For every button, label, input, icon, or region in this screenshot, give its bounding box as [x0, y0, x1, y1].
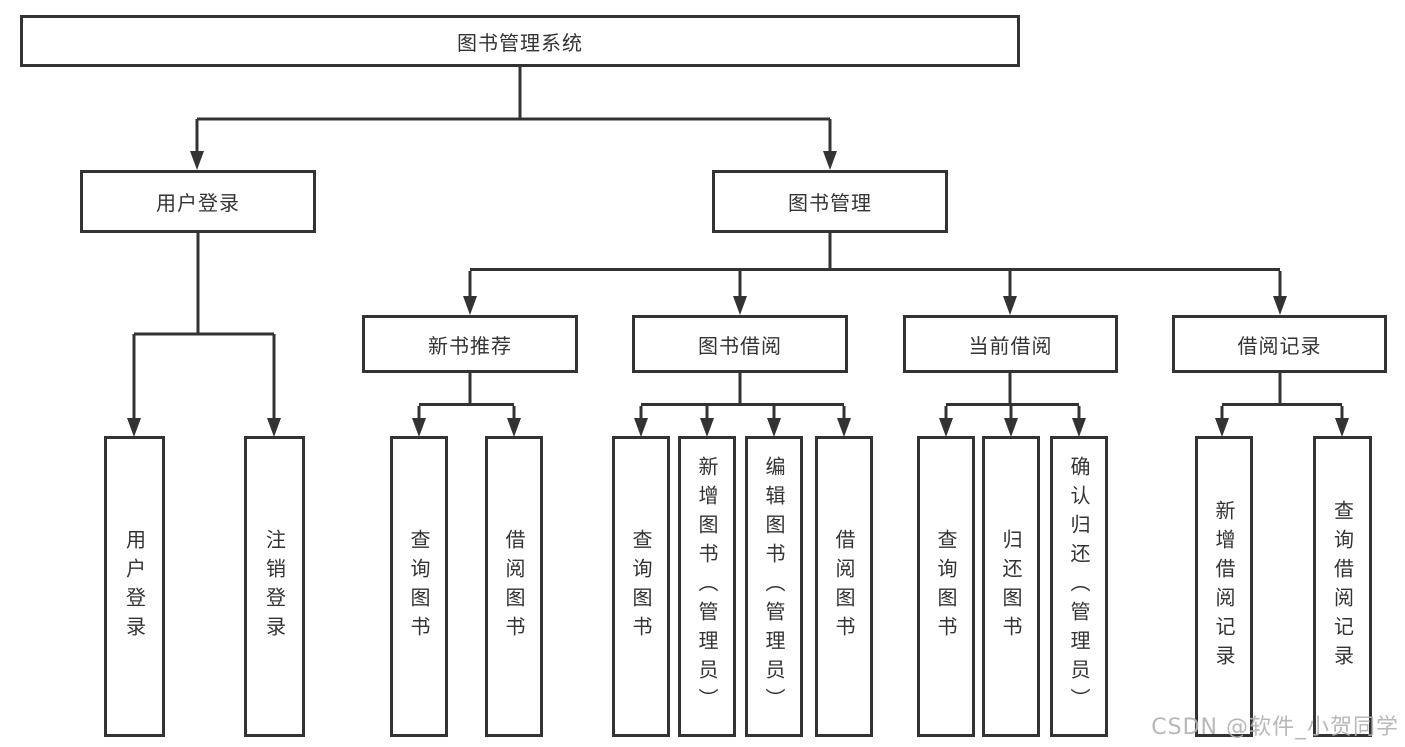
- node-label: 查询图书: [629, 528, 653, 645]
- node-label: 借阅图书: [832, 528, 856, 645]
- node-label: 归还图书: [999, 528, 1023, 645]
- node-leaf-user-login: 用户登录: [104, 436, 165, 737]
- node-label: 新增图书（管理员）: [695, 456, 719, 717]
- node-label: 用户登录: [122, 528, 147, 645]
- node-leaf-logout: 注销登录: [244, 436, 305, 737]
- node-label: 借阅记录: [1237, 333, 1322, 358]
- node-label: 查询图书: [407, 528, 431, 645]
- node-label: 当前借阅: [968, 333, 1053, 358]
- node-user-login: 用户登录: [80, 170, 316, 233]
- node-query-books-recommend: 查询图书: [390, 436, 448, 737]
- node-label: 查询借阅记录: [1330, 499, 1355, 674]
- node-add-borrow-record: 新增借阅记录: [1195, 436, 1253, 737]
- node-query-books-current: 查询图书: [917, 436, 975, 737]
- node-label: 图书管理: [788, 191, 872, 215]
- node-confirm-return-admin: 确认归还（管理员）: [1050, 436, 1108, 737]
- node-current-borrowing: 当前借阅: [903, 315, 1118, 373]
- node-book-borrowing: 图书借阅: [632, 315, 848, 373]
- node-label: 图书管理系统: [457, 30, 583, 55]
- node-new-book-recommendation: 新书推荐: [362, 315, 578, 373]
- node-label: 借阅图书: [502, 528, 526, 645]
- tree-edges: [132, 66, 1344, 422]
- node-edit-books-admin: 编辑图书（管理员）: [745, 436, 803, 737]
- node-borrowing-records: 借阅记录: [1172, 315, 1387, 373]
- node-library-management-system: 图书管理系统: [20, 15, 1020, 67]
- node-add-books-admin: 新增图书（管理员）: [678, 436, 736, 737]
- node-query-books-borrowing: 查询图书: [612, 436, 670, 737]
- node-label: 编辑图书（管理员）: [762, 456, 786, 717]
- node-book-management: 图书管理: [712, 170, 948, 233]
- node-borrow-books-borrowing: 借阅图书: [815, 436, 873, 737]
- node-label: 图书借阅: [698, 333, 782, 358]
- node-borrow-books-recommend: 借阅图书: [485, 436, 543, 737]
- node-query-borrow-record: 查询借阅记录: [1313, 436, 1372, 737]
- node-label: 确认归还（管理员）: [1067, 456, 1091, 717]
- node-label: 新书推荐: [428, 333, 512, 358]
- node-label: 用户登录: [156, 191, 240, 215]
- node-label: 新增借阅记录: [1212, 499, 1236, 674]
- node-label: 查询图书: [934, 528, 958, 645]
- node-label: 注销登录: [262, 528, 287, 645]
- node-return-books: 归还图书: [982, 436, 1040, 737]
